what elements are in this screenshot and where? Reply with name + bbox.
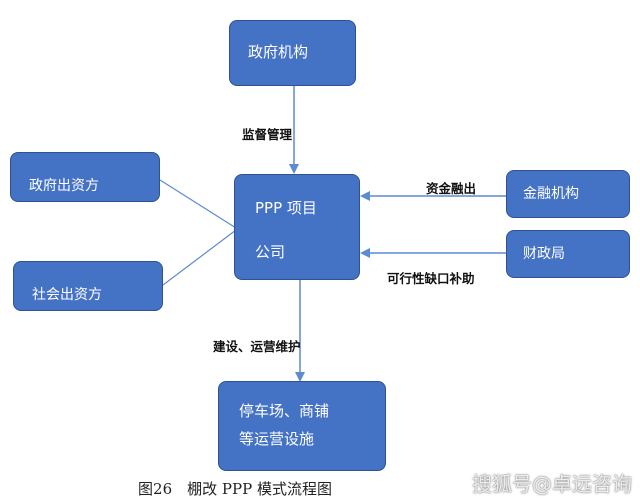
node-social-investor: 社会出资方 — [13, 261, 163, 311]
node-fiscal: 财政局 — [506, 230, 630, 278]
node-finance-label: 金融机构 — [523, 186, 579, 202]
node-government: 政府机构 — [229, 20, 356, 86]
line-social-investor-to-ppp — [162, 229, 237, 286]
node-ppp-company: PPP 项目 公司 — [234, 174, 360, 280]
node-ppp-company-label-line2: 公司 — [255, 243, 286, 261]
node-social-investor-label: 社会出资方 — [32, 287, 102, 303]
node-ppp-company-label-line1: PPP 项目 — [255, 199, 317, 217]
edge-label-supervision: 监督管理 — [242, 127, 293, 142]
edge-label-funding: 资金融出 — [426, 181, 477, 196]
node-finance: 金融机构 — [506, 170, 630, 218]
node-facility-label-line2: 等运营设施 — [239, 430, 315, 448]
node-facility-label-line1: 停车场、商铺 — [239, 402, 330, 420]
node-fiscal-label: 财政局 — [523, 246, 565, 262]
node-government-label: 政府机构 — [248, 43, 309, 61]
figure-caption: 图26 棚改 PPP 模式流程图 — [138, 480, 332, 498]
node-gov-investor: 政府出资方 — [10, 152, 160, 202]
watermark: 搜狐号@卓远咨询 — [472, 472, 632, 496]
edge-label-subsidy: 可行性缺口补助 — [387, 271, 475, 286]
node-gov-investor-label: 政府出资方 — [29, 178, 99, 194]
node-facility: 停车场、商铺 等运营设施 — [218, 381, 386, 471]
line-gov-investor-to-ppp — [159, 179, 237, 229]
edge-label-construction: 建设、运营维护 — [213, 339, 301, 354]
